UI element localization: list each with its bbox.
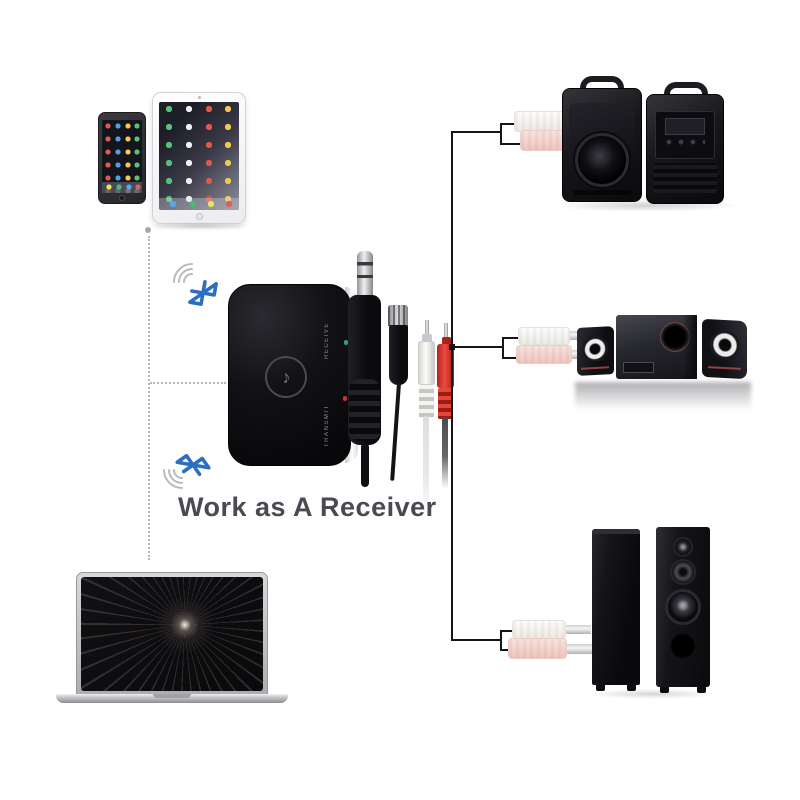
micro-usb-body	[389, 325, 408, 385]
speaker-foot	[660, 687, 669, 693]
bluetooth-signal-icon	[170, 260, 224, 314]
dotted-guide-horizontal	[150, 382, 226, 384]
connector-bracket-middle	[502, 337, 504, 359]
speaker-vent	[573, 190, 631, 195]
speaker-control-panel	[655, 111, 715, 159]
tower-tweeter	[673, 537, 693, 557]
micro-usb-cable	[390, 382, 401, 481]
tower-speaker-side	[592, 529, 640, 691]
tower-woofer	[665, 589, 701, 625]
bluetooth-audio-adapter: ♪ RECEIVE TRANSMIT	[228, 284, 358, 466]
receive-led-indicator	[344, 340, 348, 345]
music-note-logo: ♪	[261, 352, 311, 402]
laptop-screen	[81, 577, 263, 691]
aux-jack-tip	[357, 251, 373, 297]
speaker-driver	[582, 335, 608, 363]
speaker-handle	[580, 76, 624, 94]
rca-red-collar	[442, 337, 451, 345]
rca-white-body	[418, 341, 435, 385]
laptop-image	[76, 572, 268, 696]
tablet-image	[152, 92, 246, 224]
speaker-foot	[627, 685, 636, 691]
laptop-base	[56, 694, 288, 703]
portable-speaker-front	[562, 76, 642, 202]
aux-jack-cable	[361, 443, 369, 487]
multimedia-speaker-set	[575, 312, 751, 414]
mode-caption: Work as A Receiver	[178, 492, 437, 522]
rca-white-cable	[423, 416, 429, 520]
tablet-home-button	[195, 213, 203, 220]
adapter-receive-label: RECEIVE	[324, 322, 330, 359]
rca-white-collar	[422, 334, 432, 342]
portable-speaker-back	[646, 82, 724, 204]
connector-feed-bottom	[452, 639, 502, 641]
smartphone-dock	[102, 182, 142, 193]
rca-red-grip	[438, 388, 453, 419]
tablet-dock	[159, 198, 239, 210]
speaker-grill	[653, 163, 717, 193]
red-accent-line	[708, 366, 741, 370]
dotted-line-start-dot	[145, 227, 151, 233]
tower-mid-driver	[670, 559, 696, 585]
connector-junction-dot	[449, 344, 455, 350]
smartphone-screen	[102, 120, 142, 193]
connector-trunk-line	[451, 131, 453, 641]
speaker-foot	[697, 687, 706, 693]
rca-white-pin	[425, 320, 429, 342]
speaker-cabinet	[646, 94, 724, 204]
connector-bracket-top	[500, 123, 502, 145]
tablet-camera-dot	[198, 96, 201, 99]
satellite-speaker-right	[702, 318, 747, 380]
speaker-handle	[664, 82, 708, 100]
smartphone-image	[98, 112, 146, 204]
tower-speaker-front	[656, 527, 710, 693]
connector-feed-top	[452, 131, 502, 133]
red-accent-line	[581, 366, 609, 370]
speaker-reflection	[575, 382, 751, 410]
transmit-led-indicator	[343, 396, 347, 401]
speaker-driver	[710, 329, 740, 361]
speaker-knobs	[665, 139, 705, 145]
speaker-display	[665, 118, 705, 135]
adapter-body: ♪ RECEIVE TRANSMIT	[228, 284, 351, 466]
rca-white-grip	[419, 385, 434, 418]
micro-usb-tip	[388, 305, 408, 326]
rca-red-body	[437, 344, 454, 388]
tablet-screen	[159, 102, 239, 210]
dotted-guide-vertical	[148, 236, 150, 560]
subwoofer-port	[660, 322, 690, 352]
satellite-speaker-left	[577, 326, 614, 376]
connector-bracket-bottom	[500, 630, 502, 651]
tower-bass-port	[670, 633, 696, 659]
adapter-transmit-label: TRANSMIT	[324, 404, 330, 447]
speaker-shadow	[552, 199, 742, 212]
rca-red-cable	[442, 417, 448, 489]
bluetooth-signal-icon	[160, 438, 214, 492]
speaker-cabinet	[562, 88, 642, 202]
aux-jack-body	[348, 295, 381, 445]
smartphone-home-button	[119, 195, 125, 201]
speaker-foot	[596, 685, 605, 691]
speaker-woofer	[575, 133, 629, 187]
subwoofer	[616, 315, 697, 379]
rca-red-pin	[444, 323, 448, 344]
connector-feed-middle	[452, 346, 504, 348]
speaker-shadow	[585, 689, 720, 699]
tablet-shadow	[150, 222, 250, 230]
subwoofer-badge	[623, 362, 654, 373]
